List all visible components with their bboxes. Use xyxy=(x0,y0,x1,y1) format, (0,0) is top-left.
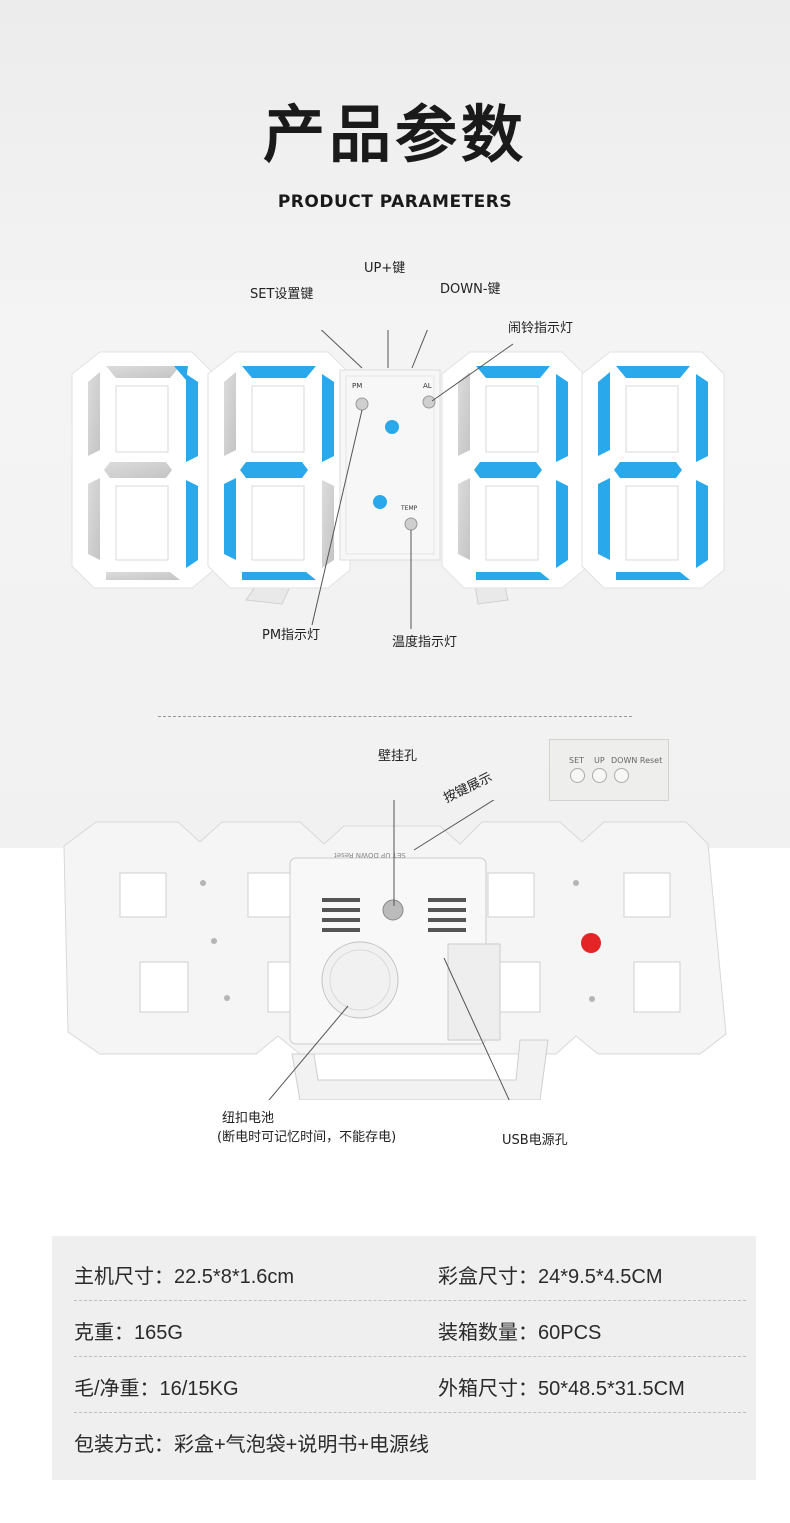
section-divider xyxy=(158,716,632,717)
spec-row: 主机尺寸：22.5*8*1.6cm 彩盒尺寸：24*9.5*4.5CM xyxy=(74,1244,746,1301)
back-edge-text: SET UP DOWN Reset xyxy=(334,851,406,859)
spec-row: 克重：165G 装箱数量：60PCS xyxy=(74,1300,746,1357)
pm-mark: PM xyxy=(352,382,363,390)
panel-up-label: UP xyxy=(594,756,605,765)
spec-cell: 毛/净重：16/15KG xyxy=(74,1378,239,1400)
label-usb-port: USB电源孔 xyxy=(502,1133,568,1148)
label-set-key: SET设置键 xyxy=(250,287,314,302)
label-battery-note: (断电时可记忆时间，不能存电) xyxy=(217,1130,397,1145)
page-title: 产品参数 xyxy=(262,98,527,171)
digit-2 xyxy=(207,351,351,589)
up-button-icon xyxy=(592,768,607,783)
spec-cell: 克重：165G xyxy=(74,1322,183,1344)
label-up-key: UP+键 xyxy=(364,261,406,276)
button-panel-inset: SET UP DOWN Reset xyxy=(549,739,669,801)
al-indicator xyxy=(422,395,436,409)
digit-3 xyxy=(441,351,585,589)
back-stand xyxy=(291,1039,549,1100)
label-pm-led: PM指示灯 xyxy=(262,628,321,643)
label-alarm-led: 闹铃指示灯 xyxy=(508,321,574,336)
label-battery: 纽扣电池 xyxy=(222,1111,275,1126)
wall-hole xyxy=(382,899,404,921)
page-subtitle: PRODUCT PARAMETERS xyxy=(277,192,513,212)
label-down-key: DOWN-键 xyxy=(440,282,501,297)
spec-cell: 装箱数量：60PCS xyxy=(438,1322,602,1344)
colon-dot-bottom xyxy=(373,495,387,509)
spec-row: 毛/净重：16/15KG 外箱尺寸：50*48.5*31.5CM xyxy=(74,1356,746,1413)
colon-dot-top xyxy=(385,420,399,434)
pm-indicator xyxy=(355,397,369,411)
digit-4 xyxy=(581,351,725,589)
panel-set-label: SET xyxy=(569,756,585,765)
temp-mark: TEMP xyxy=(401,505,418,512)
temp-indicator xyxy=(404,517,418,531)
set-button-icon xyxy=(570,768,585,783)
down-button-icon xyxy=(614,768,629,783)
label-temp-led: 温度指示灯 xyxy=(392,635,458,650)
spec-cell: 主机尺寸：22.5*8*1.6cm xyxy=(74,1266,295,1288)
al-mark: AL xyxy=(423,382,432,390)
back-clock-image xyxy=(63,800,727,1100)
spec-row: 包装方式：彩盒+气泡袋+说明书+电源线 xyxy=(74,1412,746,1468)
spec-cell: 彩盒尺寸：24*9.5*4.5CM xyxy=(438,1266,663,1288)
red-dot xyxy=(581,933,601,953)
digit-1 xyxy=(71,351,215,589)
spec-table: 主机尺寸：22.5*8*1.6cm 彩盒尺寸：24*9.5*4.5CM 克重：1… xyxy=(52,1236,756,1480)
spec-cell: 包装方式：彩盒+气泡袋+说明书+电源线 xyxy=(74,1434,430,1456)
panel-down-reset-label: DOWN Reset xyxy=(611,756,663,765)
spec-cell: 外箱尺寸：50*48.5*31.5CM xyxy=(438,1378,685,1400)
label-wall-hole: 壁挂孔 xyxy=(378,749,418,764)
front-clock-image xyxy=(71,330,725,629)
battery-cover xyxy=(321,941,399,1019)
